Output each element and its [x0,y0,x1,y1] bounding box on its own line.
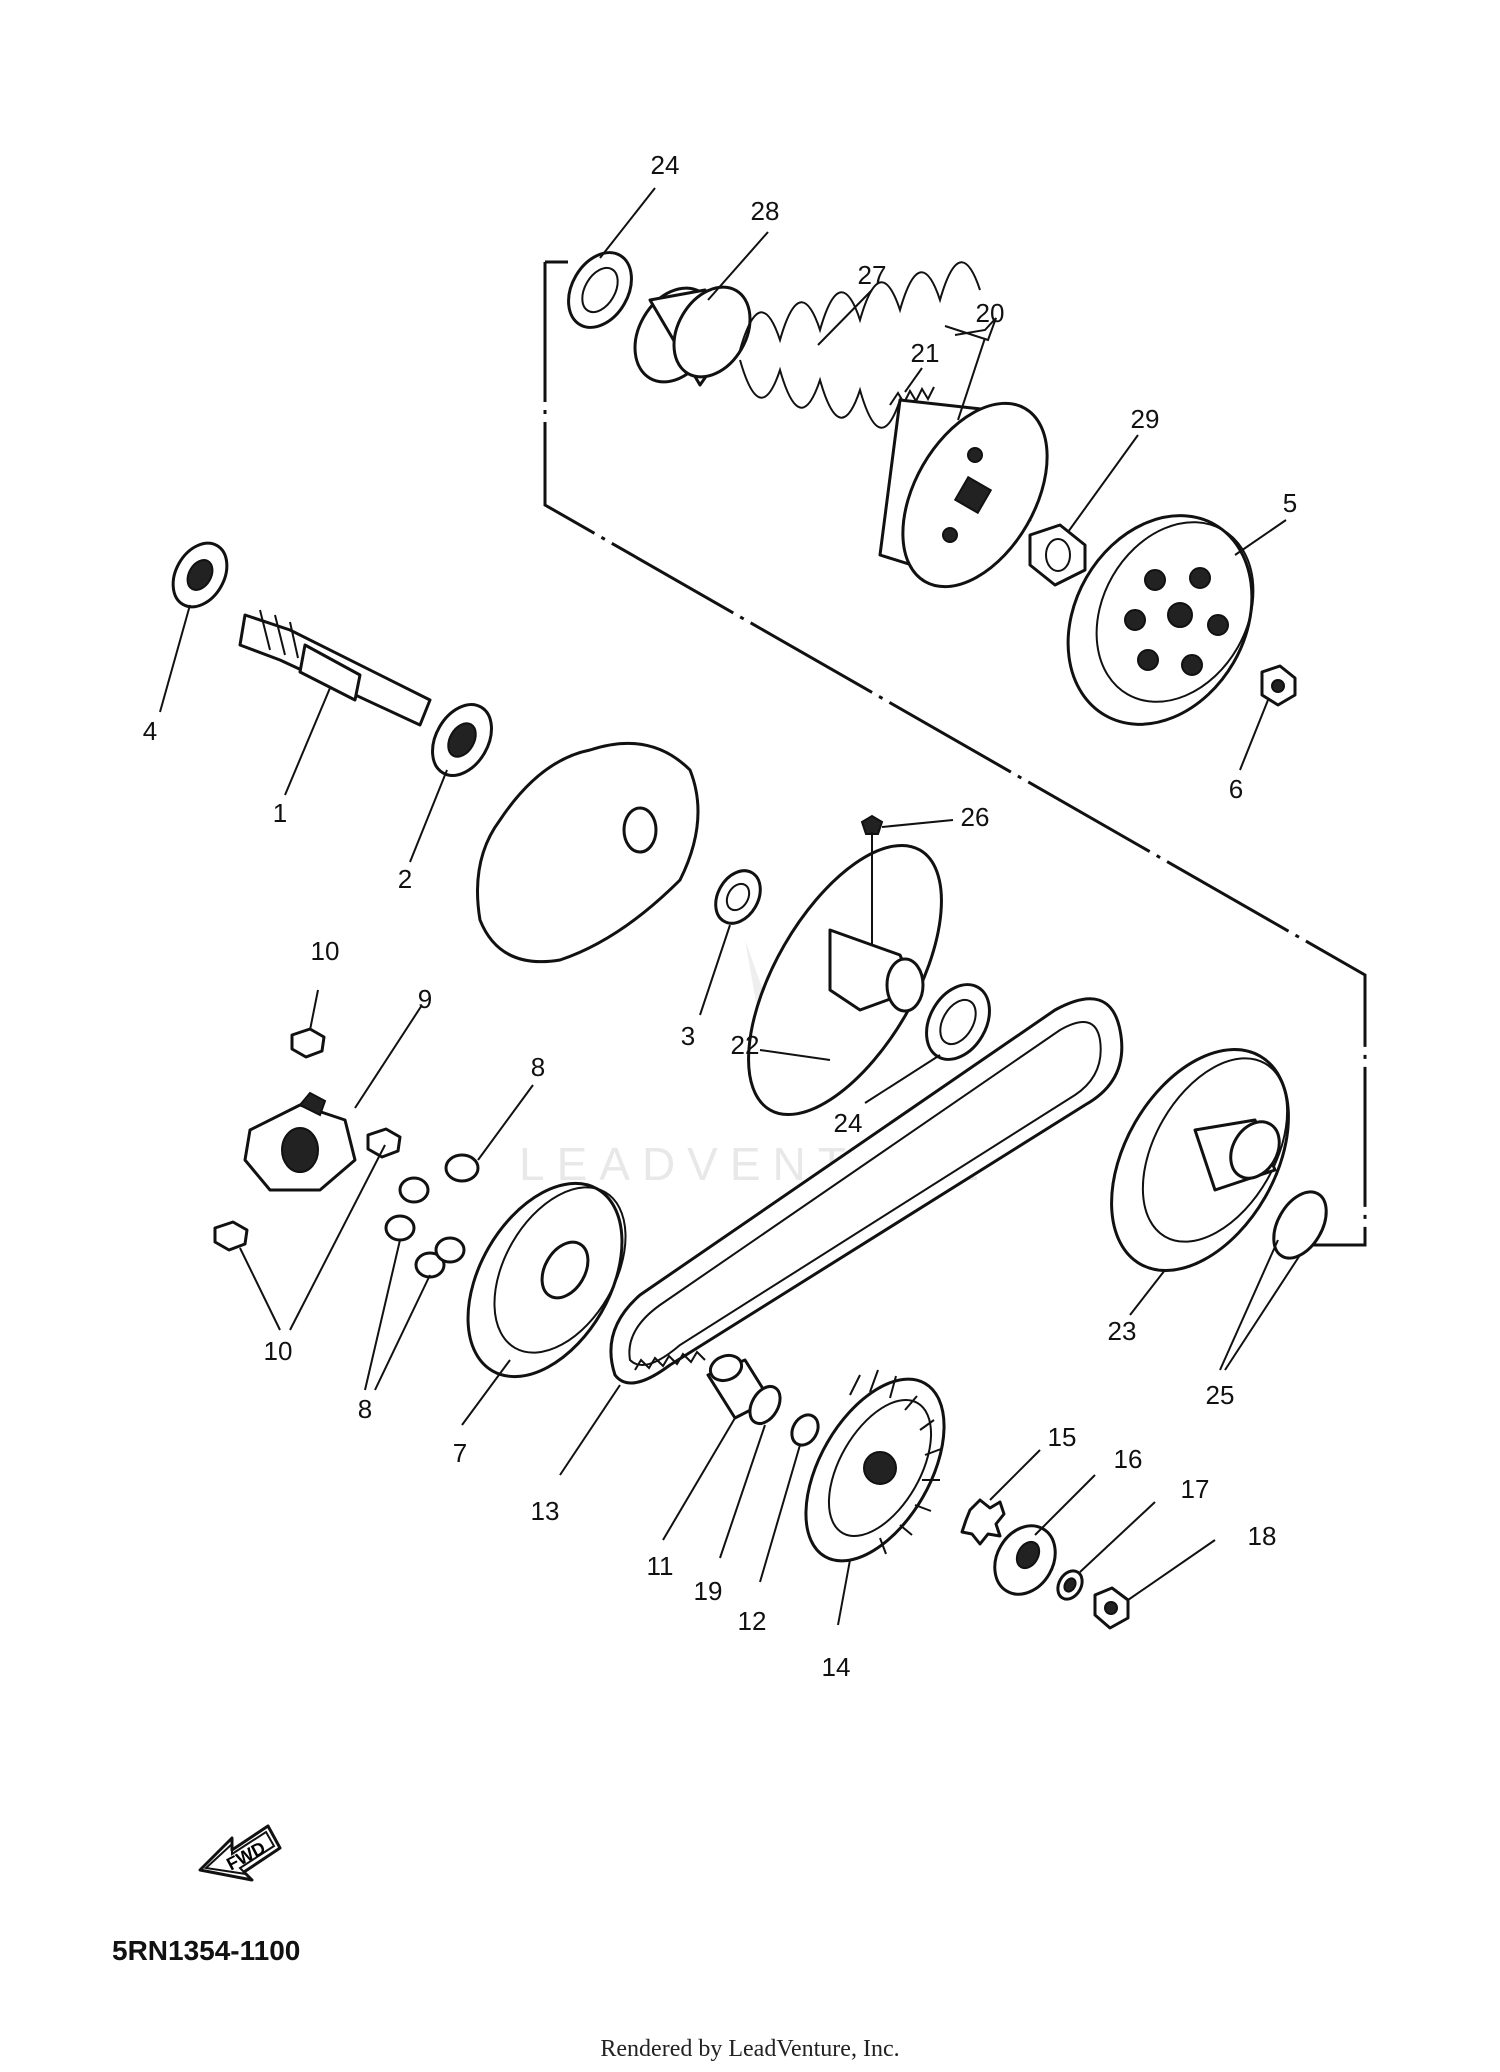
callout-21: 21 [911,338,940,368]
part-washer-17 [1056,1569,1084,1601]
part-washer-19 [748,1385,782,1425]
render-credit: Rendered by LeadVenture, Inc. [600,2036,900,2062]
part-bearing-left [171,541,229,609]
part-clutch-carrier [878,398,1049,589]
part-small-spring [889,386,935,406]
callout-8-bottom: 8 [358,1394,372,1424]
callout-2: 2 [398,864,412,894]
leader-lines [159,187,1301,1626]
part-primary-shaft [238,609,432,727]
callout-1: 1 [273,798,287,828]
callout-13: 13 [531,1496,560,1526]
callout-19: 19 [694,1576,723,1606]
part-ratchet [993,1524,1057,1596]
fwd-arrow: FWD [198,1824,282,1882]
callout-4: 4 [143,716,157,746]
callout-28: 28 [751,196,780,226]
part-fixed-sheave [1110,1048,1290,1272]
part-primary-sheave [466,1181,627,1379]
callout-7: 7 [453,1438,467,1468]
callout-24-lower: 24 [834,1108,863,1138]
callout-24-top: 24 [651,150,680,180]
callout-12: 12 [738,1606,767,1636]
callout-15: 15 [1048,1422,1077,1452]
callout-16: 16 [1114,1444,1143,1474]
part-clutch-housing [1066,514,1255,726]
part-oil-seal-small [714,869,762,925]
part-gasket [476,741,700,964]
part-fan-pulley [804,1369,946,1563]
part-slider-bottom [213,1220,249,1252]
callout-18: 18 [1248,1521,1277,1551]
part-collar [633,285,752,387]
part-pin [860,814,884,835]
part-primary-nut [1093,1586,1130,1630]
part-collar-25 [1272,1190,1328,1260]
callout-10-top: 10 [311,936,340,966]
callout-29: 29 [1131,404,1160,434]
part-slider-right [366,1127,402,1159]
diagram-code: 5RN1354-1100 [112,1935,301,1966]
assembly-frame [543,262,1367,1247]
part-slider-top [290,1027,326,1059]
callout-11: 11 [647,1551,674,1581]
callout-labels: 24 28 27 20 21 29 5 6 4 1 2 26 3 22 24 1… [143,150,1297,1682]
callout-3: 3 [681,1021,695,1051]
callout-14: 14 [822,1652,851,1682]
part-bearing-right [431,703,493,777]
callout-5: 5 [1283,488,1297,518]
callout-17: 17 [1181,1474,1210,1504]
part-oil-seal-top [567,251,633,329]
part-cam [243,1091,357,1192]
callout-20: 20 [976,298,1005,328]
callout-6: 6 [1229,774,1243,804]
callout-23: 23 [1108,1316,1137,1346]
part-clutch-nut [1028,523,1087,587]
part-housing-nut [1260,664,1297,707]
part-star-washer [960,1498,1006,1546]
callout-25: 25 [1206,1380,1235,1410]
part-washer-12 [790,1413,820,1447]
part-sliding-sheave [747,832,943,1117]
callout-10-bottom: 10 [264,1336,293,1366]
callout-27: 27 [858,260,887,290]
callout-22: 22 [731,1030,760,1060]
callout-8-top: 8 [531,1052,545,1082]
part-weights [384,1153,480,1279]
part-v-belt [609,997,1124,1385]
callout-26: 26 [961,802,990,832]
callout-9: 9 [418,984,432,1014]
